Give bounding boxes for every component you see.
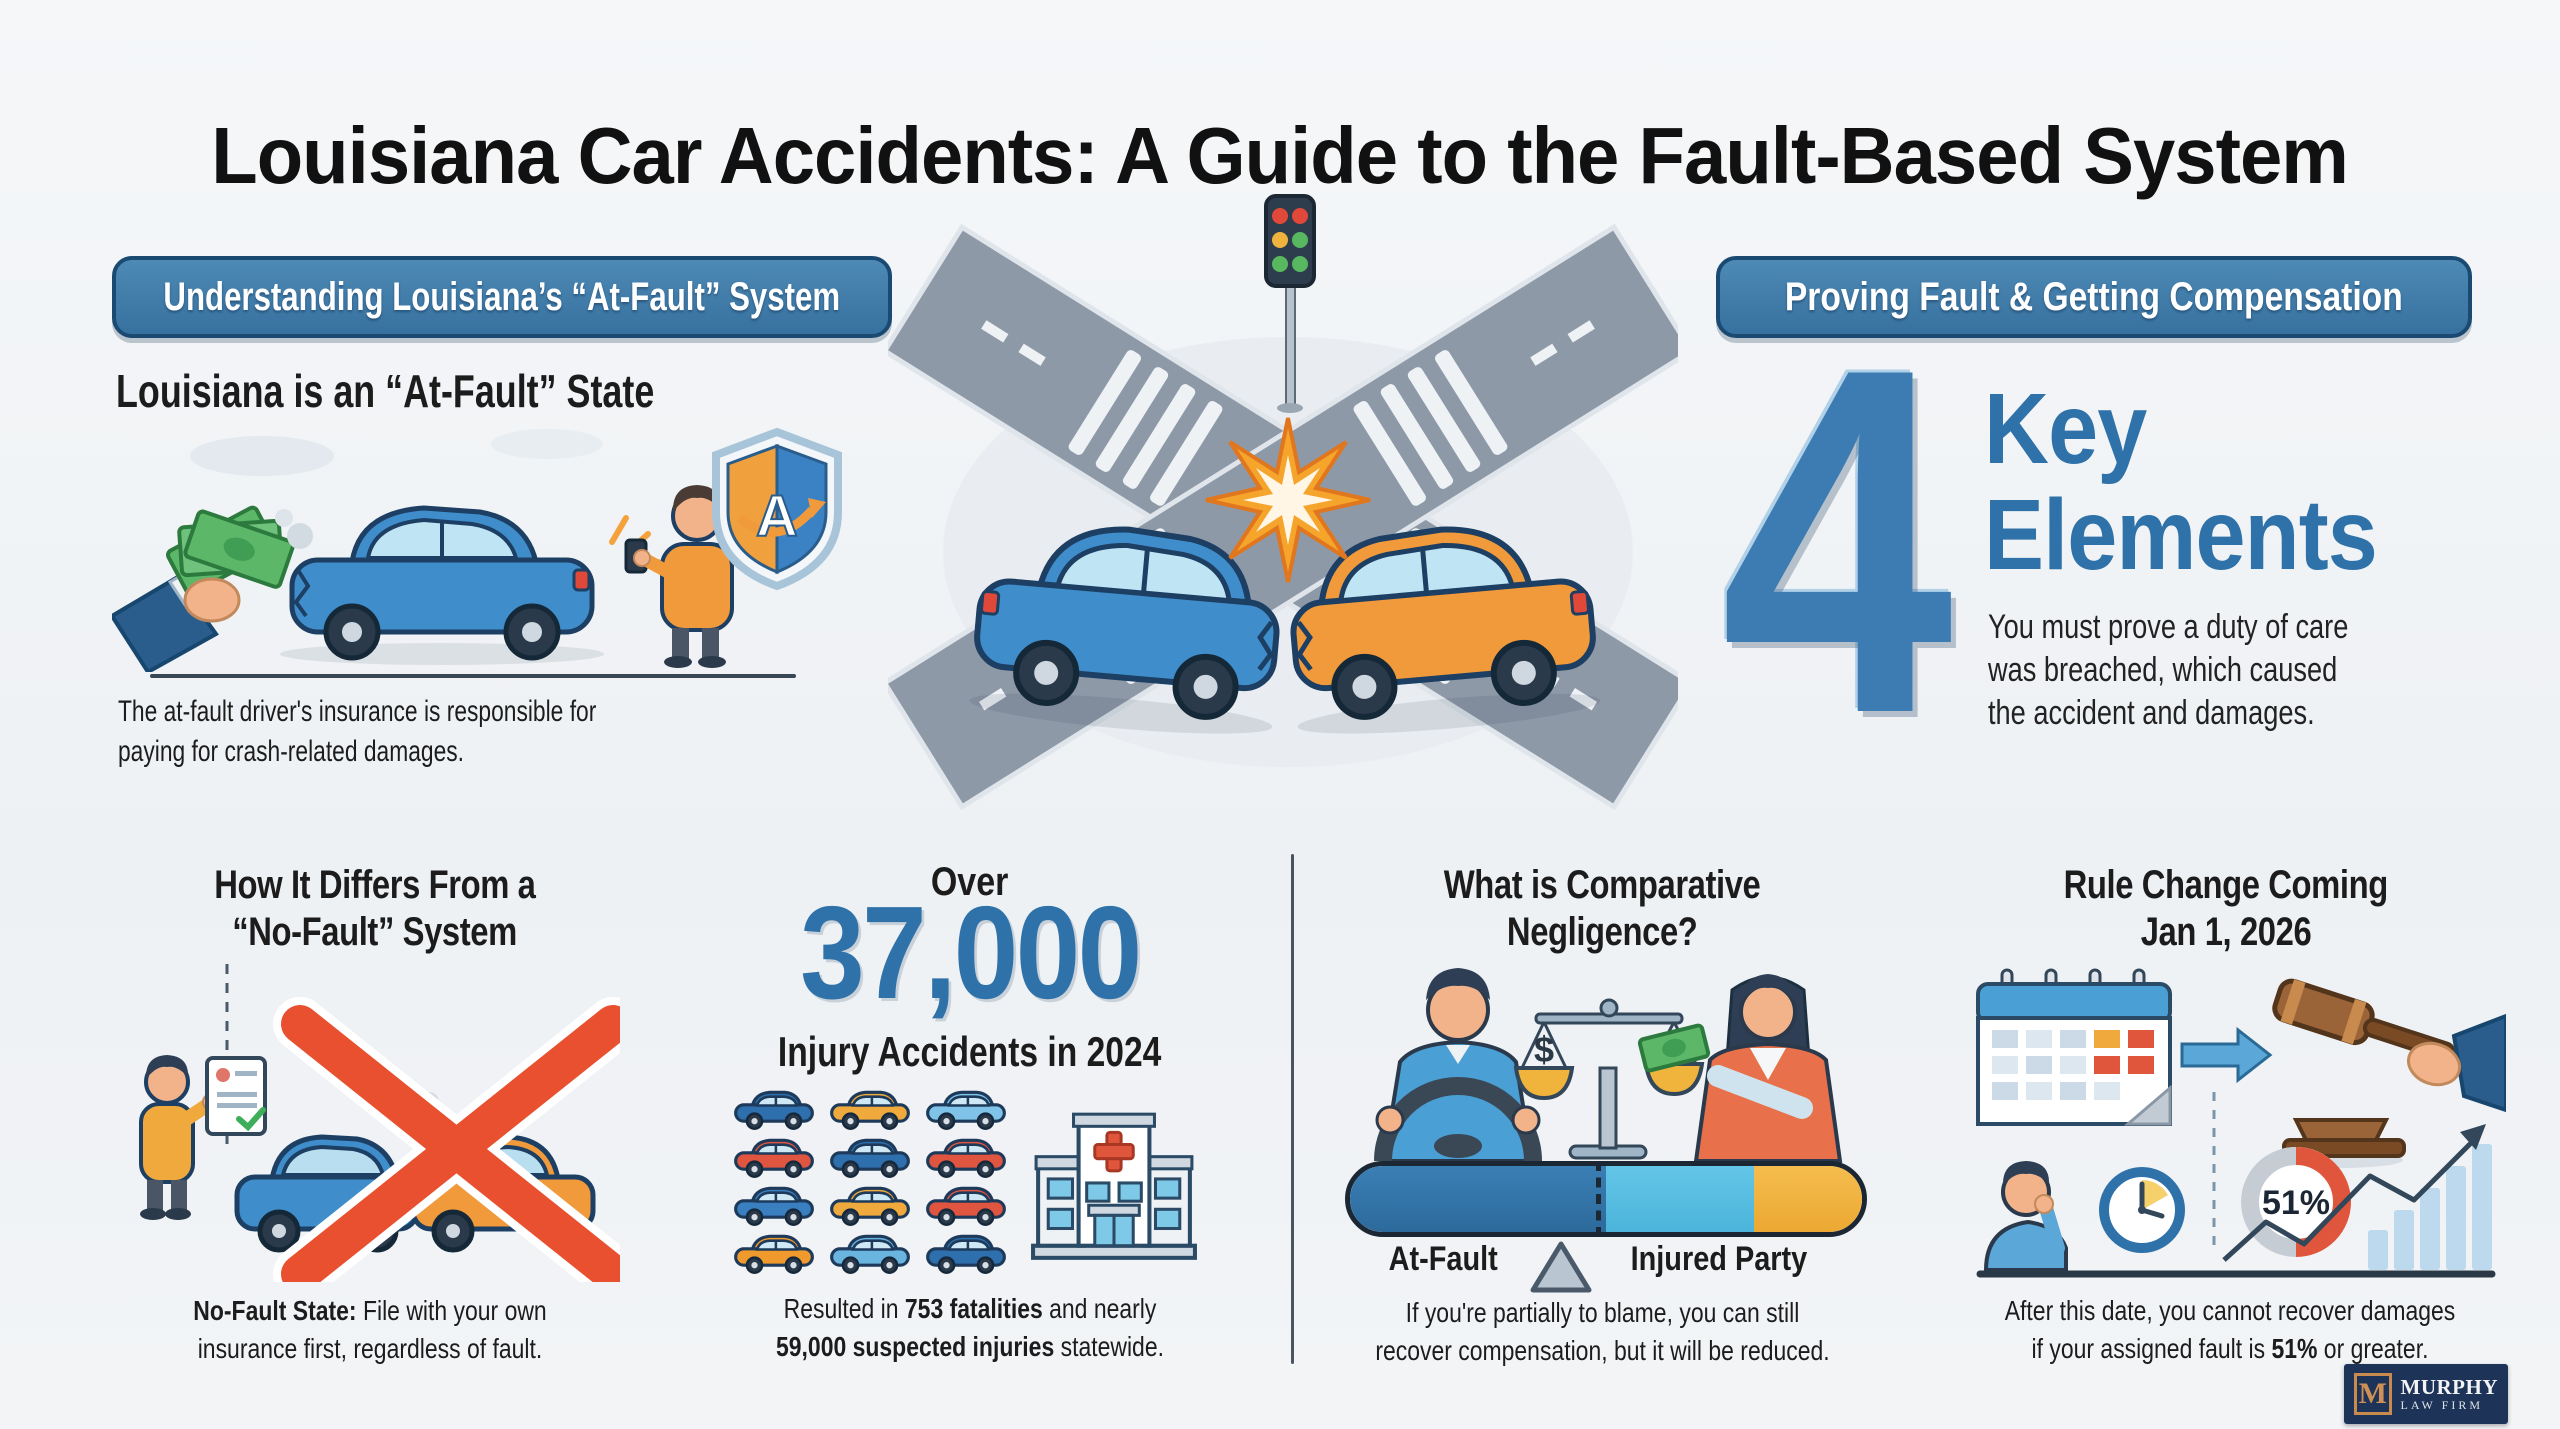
page-title: Louisiana Car Accidents: A Guide to the … [0,110,2560,202]
crashed-car-icon [275,505,604,665]
logo-text: MURPHY LAW FIRM [2400,1374,2498,1413]
stats-subtitle: Injury Accidents in 2024 [778,1028,1162,1075]
car-icon [926,1138,1006,1178]
gavel-icon [2272,978,2506,1168]
comparative-illustration: $ [1374,968,1843,1163]
car-grid [730,1086,1020,1278]
title-normal: A Guide to the [1098,110,1639,200]
car-icon [926,1186,1006,1226]
orange-car-icon [1290,526,1601,734]
key-elements-description: You must prove a duty of care was breach… [1988,608,2349,732]
car-icon [830,1234,910,1274]
no-fault-illustration [139,964,620,1282]
at-fault-state-heading: Louisiana is an “At-Fault” State [116,365,655,417]
stats-number: 37,000 [800,879,1142,1026]
svg-text:$: $ [1534,1029,1554,1070]
car-icon [734,1090,814,1130]
key-elements-heading: Key Elements [1984,373,2378,591]
traffic-light-icon [1264,194,1316,413]
car-icon [734,1186,814,1226]
fault-split-bar [1345,1161,1867,1237]
calendar-icon [1976,968,2172,1126]
intersection-crash-illustration [888,194,1678,810]
crash-starburst-icon [1205,417,1371,583]
stats-kicker: Over [931,860,1009,904]
car-icon [926,1234,1006,1274]
svg-text:51%: 51% [2262,1184,2330,1222]
key-elements-number: 4 [1720,267,1954,816]
rule-change-illustration: 51% [1976,968,2506,1278]
phone-person-icon [624,485,734,668]
money-hand-icon [112,505,295,672]
clock-icon [2099,1167,2185,1253]
at-fault-driver-icon [1374,968,1542,1163]
at-fault-description: The at-fault driver's insurance is respo… [118,695,597,768]
section-divider [1291,854,1294,1364]
no-fault-heading: How It Differs From a “No-Fault” System [214,863,536,955]
svg-text:A: A [756,484,798,549]
worried-person-icon [1983,1161,2068,1272]
car-icon [830,1090,910,1130]
comparative-note: If you're partially to blame, you can st… [1375,1297,1830,1366]
fault-bar-injured-segment [1606,1166,1755,1232]
at-fault-illustration: A [112,427,842,672]
murphy-law-firm-logo: M MURPHY LAW FIRM [2344,1364,2508,1424]
money-bill-icon [1637,1023,1711,1073]
car-icon [830,1138,910,1178]
title-bold-2: Fault-Based System [1638,110,2349,200]
red-cross-icon [1093,1130,1135,1173]
red-x-icon [273,997,620,1282]
fault-bar-labels: At-Fault Injured Party [1345,1240,1857,1294]
no-fault-note: No-Fault State: File with your own insur… [193,1295,547,1364]
stats-note: Resulted in 753 fatalities and nearly 59… [776,1293,1164,1362]
shield-a-icon: A [712,427,842,591]
fault-bar-dashed-divider [1596,1161,1601,1237]
comparative-heading: What is Comparative Negligence? [1444,863,1761,955]
injured-party-label: Injured Party [1630,1240,1808,1278]
banner-proving-label: Proving Fault & Getting Compensation [1785,274,2403,319]
fault-bar-at-fault-segment [1350,1166,1606,1232]
hospital-icon [1031,1112,1197,1260]
banner-proving-fault: Proving Fault & Getting Compensation [1716,256,2472,338]
injured-party-icon [1693,974,1843,1163]
fault-bar-yellow-segment [1754,1166,1862,1232]
arrow-right-icon [2180,1026,2273,1084]
scales-icon: $ [1513,998,1711,1160]
rising-chart-icon [2222,1124,2492,1270]
banner-understanding-label: Understanding Louisiana’s “At-Fault” Sys… [163,274,841,319]
car-icon [926,1090,1006,1130]
at-fault-label: At-Fault [1388,1240,1498,1278]
title-bold-1: Louisiana Car Accidents: [211,110,1100,200]
banner-understanding-at-fault: Understanding Louisiana’s “At-Fault” Sys… [112,256,892,338]
rule-change-heading: Rule Change Coming Jan 1, 2026 [2063,863,2388,955]
fulcrum-triangle-icon [1530,1241,1592,1293]
claim-document-icon [205,1056,267,1136]
car-icon [830,1186,910,1226]
logo-monogram-icon: M [2354,1373,2392,1415]
at-fault-divider [150,674,796,678]
car-icon [734,1138,814,1178]
blue-car-icon [969,526,1280,734]
rule-change-note: After this date, you cannot recover dama… [2004,1295,2456,1364]
car-icon [734,1234,814,1274]
